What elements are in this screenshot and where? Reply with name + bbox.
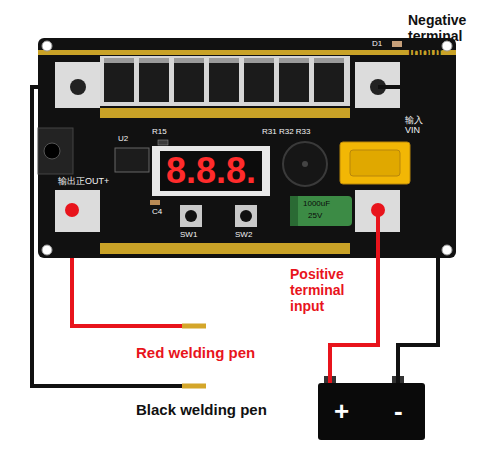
board-part — [139, 62, 169, 102]
board-part — [350, 150, 400, 176]
board-part — [55, 62, 100, 108]
silkscreen-label: C4 — [152, 208, 162, 217]
board-part — [70, 79, 86, 95]
board-part — [100, 56, 350, 106]
battery: +- — [318, 383, 425, 440]
silkscreen-label: D1 — [372, 40, 382, 49]
board-part — [42, 41, 452, 255]
board-part — [209, 58, 239, 63]
board-part — [185, 210, 197, 222]
board-part — [182, 384, 206, 389]
board-part — [44, 143, 60, 159]
board-part — [244, 62, 274, 102]
board-part — [139, 58, 169, 63]
silkscreen-label: 输入 VIN — [405, 116, 427, 136]
board-part — [182, 324, 206, 329]
board-part — [376, 210, 380, 258]
pcb-board: 输出正OUT+ 输入 VIN 8.8.8. — [38, 38, 456, 258]
board-part — [152, 146, 270, 196]
board-part — [314, 62, 344, 102]
board-part — [235, 205, 257, 227]
board-part — [290, 196, 352, 226]
board-part — [244, 58, 274, 63]
board-part — [115, 148, 149, 172]
board-part — [100, 243, 350, 254]
board-part — [174, 62, 204, 102]
board-part — [150, 200, 160, 205]
silkscreen-label: U2 — [118, 135, 128, 144]
board-part — [283, 142, 327, 186]
silkscreen-label: SW1 — [180, 231, 197, 240]
board-part — [42, 245, 52, 255]
board-part — [279, 58, 309, 63]
board-part — [38, 50, 456, 55]
callout-text: Negative terminal input — [408, 12, 492, 60]
board-part — [104, 58, 344, 63]
board-part — [42, 41, 52, 51]
board-part — [100, 108, 350, 118]
board-part — [55, 190, 100, 232]
silkscreen-label: 输出正OUT+ — [58, 177, 109, 187]
board-part — [240, 210, 252, 222]
silkscreen-label: SW2 — [235, 231, 252, 240]
pen-label: Black welding pen — [136, 402, 267, 419]
board-part — [65, 203, 79, 217]
board-part — [392, 41, 402, 47]
board-part — [290, 196, 298, 226]
capacitor-marking: 25V — [308, 212, 322, 221]
board-part — [104, 62, 344, 102]
board-part — [340, 142, 410, 184]
capacitor-marking: 1000uF — [303, 200, 330, 209]
board-part — [209, 62, 239, 102]
board-part — [158, 140, 168, 145]
board-part — [180, 205, 202, 227]
terminal-sign: + — [334, 398, 349, 424]
display-digits: 8.8.8. — [166, 153, 256, 189]
led-display: 8.8.8. — [160, 151, 262, 191]
board-part — [279, 62, 309, 102]
callout-text: Positive terminal input — [290, 266, 370, 314]
board-part — [174, 58, 204, 63]
pen-label: Red welding pen — [136, 345, 255, 362]
board-part — [302, 161, 308, 167]
board-part — [314, 58, 344, 63]
board-part — [104, 62, 134, 102]
silkscreen-label: R15 — [152, 128, 167, 137]
board-part — [442, 245, 452, 255]
board-part — [38, 38, 456, 258]
negative-wire — [398, 258, 438, 383]
terminal-sign: - — [394, 398, 403, 424]
board-part — [378, 87, 438, 258]
board-part — [38, 128, 73, 174]
silkscreen-label: R31 R32 R33 — [262, 128, 310, 137]
board-part — [104, 58, 134, 63]
